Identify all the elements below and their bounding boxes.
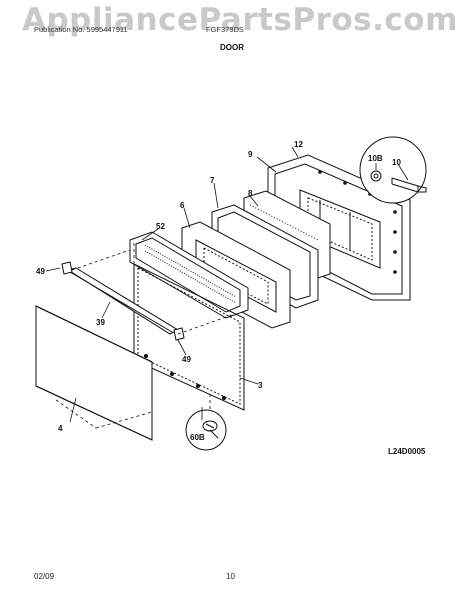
part-10-screw-detail <box>359 136 427 204</box>
part-49-end-cap-left <box>61 261 73 275</box>
callout-6: 6 <box>180 201 185 210</box>
callout-39: 39 <box>96 318 105 327</box>
diagram-code: L24D0005 <box>388 447 426 456</box>
callout-3: 3 <box>258 381 263 390</box>
callout-12: 12 <box>294 140 303 149</box>
callout-8: 8 <box>248 189 253 198</box>
callout-10b: 10B <box>368 154 383 163</box>
callout-49-right: 49 <box>182 355 191 364</box>
part-52-top-trim <box>129 231 249 319</box>
callout-10: 10 <box>392 158 401 167</box>
publication-number: Publication No. 5995447911 <box>34 25 128 34</box>
part-60b-screw-detail <box>185 409 227 451</box>
watermark: AppliancePartsPros.com <box>22 2 458 38</box>
model-number: FGF379DS <box>206 25 244 34</box>
page-title: DOOR <box>220 43 244 52</box>
callout-4: 4 <box>58 424 63 433</box>
part-4-outer-panel <box>35 305 153 441</box>
callout-60b: 60B <box>190 433 205 442</box>
callout-7: 7 <box>210 176 215 185</box>
footer-date: 02/09 <box>34 572 55 581</box>
footer-page-number: 10 <box>226 572 235 581</box>
callout-49-left: 49 <box>36 267 45 276</box>
part-3-door-frame <box>133 263 245 411</box>
callout-9: 9 <box>248 150 253 159</box>
callout-52: 52 <box>156 222 165 231</box>
